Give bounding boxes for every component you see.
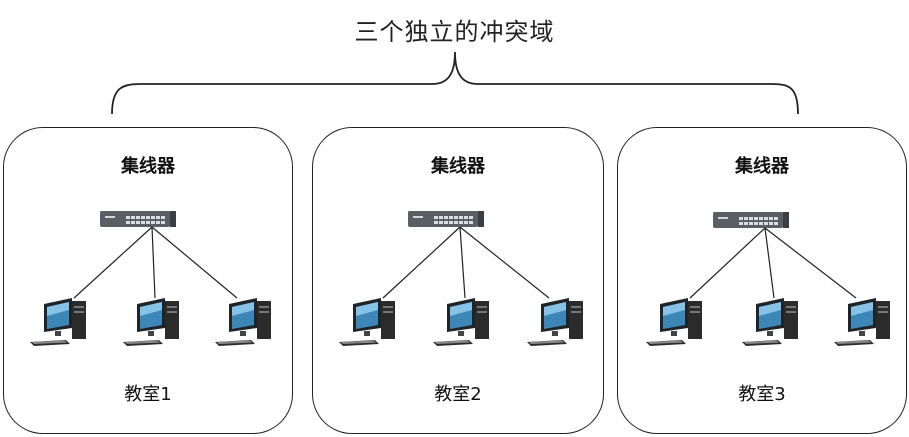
network-link (151, 226, 238, 299)
room-3-box: 集线器 教室3 (617, 127, 907, 434)
computer-icon (834, 298, 890, 346)
network-link (689, 227, 766, 299)
room-3-network (646, 212, 890, 346)
room-1-network (30, 211, 271, 346)
computer-icon (742, 298, 798, 346)
computer-icon (339, 298, 395, 346)
hub-icon (408, 211, 484, 227)
network-link (73, 226, 153, 299)
network-link (764, 227, 775, 299)
room-1-box: 集线器 教室1 (3, 127, 293, 434)
computer-icon (433, 298, 489, 346)
room-label: 教室2 (434, 384, 482, 405)
hub-label: 集线器 (121, 156, 175, 177)
diagram-title: 三个独立的冲突域 (354, 18, 555, 46)
room-2-network (339, 211, 583, 346)
computer-icon (527, 298, 583, 346)
curly-brace (111, 51, 799, 115)
computer-icon (30, 298, 86, 346)
network-link (764, 227, 857, 299)
network-link (382, 226, 461, 299)
hub-label: 集线器 (431, 156, 485, 177)
network-link (459, 226, 466, 299)
network-link (151, 226, 156, 299)
room-label: 教室1 (124, 384, 172, 405)
computer-icon (215, 298, 271, 346)
room-label: 教室3 (738, 384, 786, 405)
hub-icon (100, 211, 176, 227)
room-2-box: 集线器 教室2 (312, 127, 604, 434)
computer-icon (123, 298, 179, 346)
hub-icon (713, 212, 789, 228)
computer-icon (646, 298, 702, 346)
hub-label: 集线器 (735, 156, 789, 177)
network-link (459, 226, 550, 299)
